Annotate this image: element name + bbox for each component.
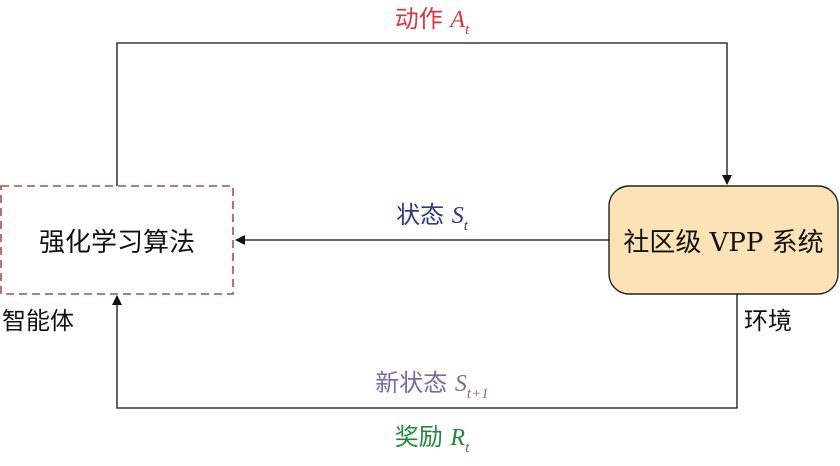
env-caption: 环境 bbox=[744, 307, 792, 335]
state-text: 状态 bbox=[396, 201, 445, 229]
state-sub: t bbox=[463, 218, 468, 234]
reward-label: 奖励 Rt bbox=[395, 422, 469, 463]
state-label: 状态 St bbox=[396, 200, 468, 241]
new-state-sub: t+1 bbox=[466, 386, 489, 402]
new-state-symbol: S bbox=[454, 371, 467, 397]
agent-label: 强化学习算法 bbox=[38, 227, 195, 258]
action-sub: t bbox=[465, 22, 470, 38]
action-symbol: A bbox=[450, 7, 466, 33]
reward-sub: t bbox=[465, 440, 470, 456]
new-state-text: 新状态 bbox=[375, 369, 448, 397]
new-state-label: 新状态 St+1 bbox=[375, 368, 488, 409]
action-label: 动作 At bbox=[395, 4, 469, 45]
state-symbol: S bbox=[451, 203, 464, 229]
agent-box bbox=[0, 185, 234, 295]
feedback-arrow bbox=[112, 294, 738, 409]
env-label: 社区级 VPP 系统 bbox=[623, 227, 824, 258]
agent-caption: 智能体 bbox=[2, 307, 74, 335]
action-text: 动作 bbox=[394, 5, 443, 33]
action-arrow bbox=[116, 42, 732, 186]
reward-symbol: R bbox=[450, 425, 466, 451]
reward-text: 奖励 bbox=[394, 423, 443, 451]
